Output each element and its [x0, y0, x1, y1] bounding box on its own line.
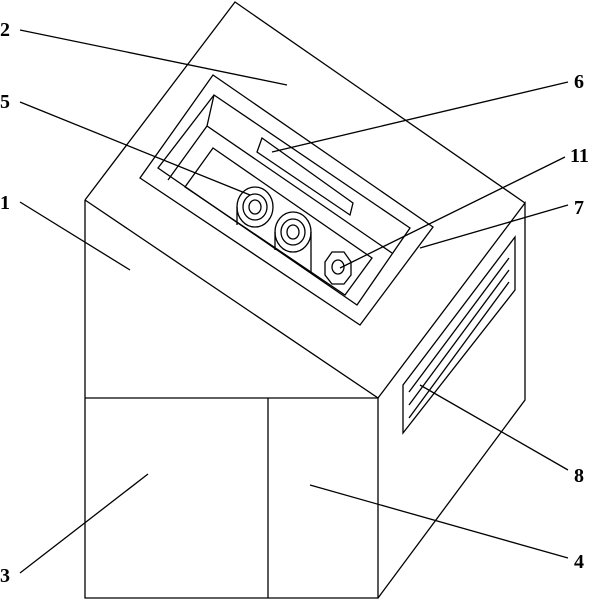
display-slot — [256, 136, 354, 217]
label-1: 1 — [0, 192, 10, 214]
leader-lines — [19, 29, 569, 574]
label-6: 6 — [574, 71, 584, 93]
housing-body — [84, 1, 526, 599]
roller-1 — [236, 186, 274, 228]
label-5: 5 — [0, 91, 10, 113]
vent-grille — [402, 235, 516, 435]
label-11: 11 — [570, 145, 589, 167]
control-panel-frame — [139, 74, 434, 326]
label-3: 3 — [0, 565, 10, 587]
label-7: 7 — [574, 197, 584, 219]
label-8: 8 — [574, 465, 584, 487]
label-4: 4 — [574, 551, 584, 573]
hex-knob — [324, 251, 352, 285]
label-2: 2 — [0, 19, 10, 41]
roller-2 — [274, 211, 312, 272]
